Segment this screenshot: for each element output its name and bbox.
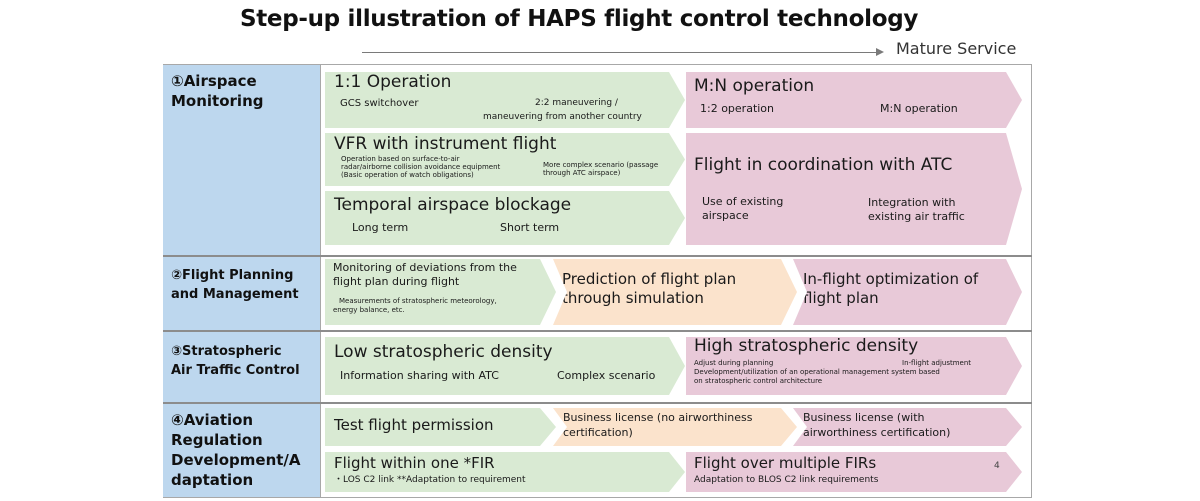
stage-title: Prediction of flight plan [562, 270, 737, 288]
stage-detail: In-flight adjustment [902, 359, 972, 367]
stage-title: Business license (no airworthiness [563, 411, 753, 424]
stage-business-license-no-airworthiness: Business license (no airworthiness certi… [553, 408, 797, 446]
stage-mn-operation: M:N operation 1:2 operation M:N operatio… [686, 72, 1022, 128]
stage-detail: M:N operation [880, 102, 958, 115]
stage-detail: Use of existing [702, 195, 784, 208]
header-line: and Management [171, 287, 299, 302]
page-number: 4 [994, 461, 1000, 471]
stage-detail: More complex scenario (passage [543, 161, 659, 169]
stage-high-stratospheric-density: High stratospheric density Adjust during… [686, 337, 1022, 395]
stage-detail: (Basic operation of watch obligations) [341, 171, 474, 179]
stage-detail: energy balance, etc. [333, 306, 405, 314]
stage-title: Flight over multiple FIRs [694, 454, 877, 472]
stage-business-license-with-airworthiness: Business license (with airworthiness cer… [793, 408, 1022, 446]
row-header-planning: ②Flight Planning and Management [163, 257, 321, 330]
stage-low-stratospheric-density: Low stratospheric density Information sh… [325, 337, 685, 395]
stage-detail: maneuvering from another country [483, 112, 642, 122]
stage-flight-within-one-fir: Flight within one *FIR ・LOS C2 link **Ad… [325, 452, 685, 492]
stage-detail: 2:2 maneuvering / [535, 98, 618, 108]
stage-monitoring-deviations: Monitoring of deviations from the flight… [325, 259, 556, 325]
stage-vfr-instrument-flight: VFR with instrument flight Operation bas… [325, 133, 685, 186]
stage-title: Temporal airspace blockage [334, 195, 572, 215]
header-line: ②Flight Planning [171, 268, 294, 283]
stage-detail: existing air traffic [868, 210, 965, 223]
stage-title: flight plan during flight [333, 275, 460, 288]
row-divider [163, 255, 1032, 257]
header-line: ③Stratospheric [171, 344, 282, 359]
stage-detail: Complex scenario [557, 369, 656, 382]
stage-detail: through ATC airspace) [543, 169, 621, 177]
stage-detail: on stratospheric control architecture [694, 377, 823, 385]
header-line: Monitoring [171, 92, 264, 110]
stage-flight-coordination-atc: Flight in coordination with ATC Use of e… [686, 133, 1022, 245]
stage-flight-over-multiple-firs: Flight over multiple FIRs Adaptation to … [686, 452, 1022, 492]
stage-title: through simulation [562, 289, 704, 307]
header-line: daptation [171, 471, 254, 489]
stage-detail: Adaptation to BLOS C2 link requirements [694, 475, 879, 485]
row-divider [163, 402, 1032, 404]
stage-detail: Information sharing with ATC [340, 369, 499, 382]
stage-test-flight-permission: Test flight permission [325, 408, 556, 446]
stage-detail: Integration with [868, 196, 956, 209]
stage-title: Low stratospheric density [334, 342, 553, 362]
header-line: Air Traffic Control [171, 363, 300, 378]
stage-detail: GCS switchover [340, 98, 419, 109]
stage-title: Flight in coordination with ATC [694, 155, 953, 175]
row-divider [163, 330, 1032, 332]
stage-1to1-operation: 1:1 Operation GCS switchover 2:2 maneuve… [325, 72, 685, 128]
page-title: Step-up illustration of HAPS flight cont… [239, 6, 919, 32]
stage-detail: Operation based on surface-to-air [341, 155, 460, 163]
stage-temporal-airspace-blockage: Temporal airspace blockage Long term Sho… [325, 191, 685, 245]
row-header-regulation: ④Aviation Regulation Development/A dapta… [163, 404, 321, 497]
stage-title: 1:1 Operation [334, 72, 452, 92]
stage-detail: Adjust during planning [694, 359, 774, 367]
header-line: Regulation [171, 431, 263, 449]
stage-detail: Development/utilization of an operationa… [694, 368, 940, 376]
stage-title: In-flight optimization of [803, 270, 979, 288]
stage-title: M:N operation [694, 76, 815, 96]
stage-detail: ・LOS C2 link **Adaptation to requirement [334, 475, 526, 485]
maturity-arrow-head [876, 48, 884, 56]
stage-detail: radar/airborne collision avoidance equip… [341, 163, 501, 171]
stage-title: flight plan [803, 289, 879, 307]
stage-title: Test flight permission [334, 416, 494, 434]
stage-detail: airspace [702, 209, 749, 222]
header-line: ①Airspace [171, 72, 257, 90]
stage-title: Business license (with [803, 411, 925, 424]
stage-detail: 1:2 operation [700, 102, 775, 115]
stage-title: High stratospheric density [694, 337, 919, 356]
stage-prediction-simulation: Prediction of flight plan through simula… [553, 259, 797, 325]
mature-service-label: Mature Service [896, 39, 1017, 58]
row-header-stratospheric: ③Stratospheric Air Traffic Control [163, 332, 321, 402]
stage-detail: Short term [500, 221, 560, 234]
stage-detail: Measurements of stratospheric meteorolog… [339, 297, 497, 305]
maturity-arrow-line [362, 52, 878, 53]
row-header-airspace: ①Airspace Monitoring [163, 65, 321, 255]
stage-detail: Long term [352, 221, 409, 234]
stage-inflight-optimization: In-flight optimization of flight plan [793, 259, 1022, 325]
stage-title: VFR with instrument flight [334, 134, 557, 154]
column-divider [320, 64, 321, 498]
header-line: Development/A [171, 451, 301, 469]
stage-title: airworthiness certification) [803, 426, 951, 439]
stage-title: Monitoring of deviations from the [333, 261, 517, 274]
header-line: ④Aviation [171, 411, 254, 429]
stage-title: Flight within one *FIR [334, 454, 495, 472]
stage-title: certification) [563, 426, 633, 439]
